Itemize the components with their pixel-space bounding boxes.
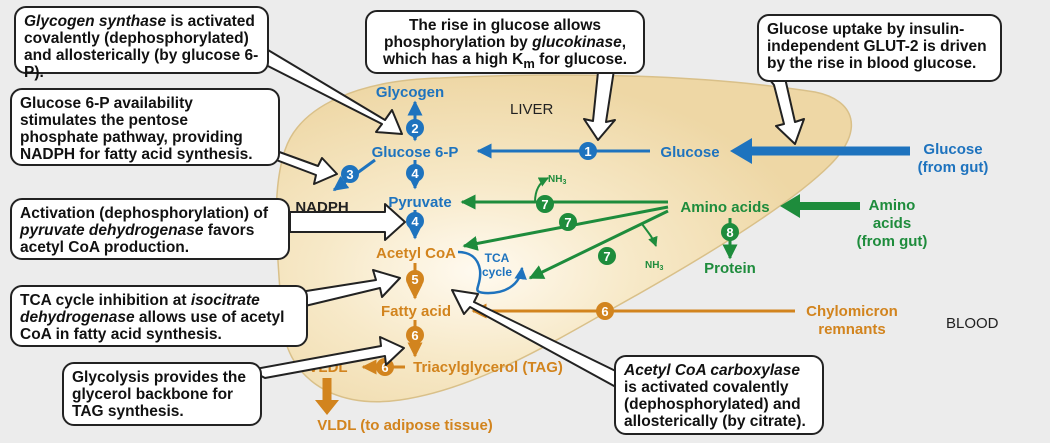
callout-glucokinase-pre: The rise in glucose allows phosphorylati… [383,17,602,51]
glucose-gut-label-1: Glucose [923,141,982,158]
svg-text:4: 4 [411,166,419,181]
glucose-liver-label: Glucose [660,144,719,161]
chylomicron-label-1: Chylomicron [806,303,898,320]
step-5-badge: 5 [406,270,424,288]
liver-shape [275,74,853,403]
amino-acids-liver-label: Amino acids [680,199,769,216]
svg-text:4: 4 [411,214,419,229]
tca-label-1: TCA [485,251,510,265]
callout-acc: Acetyl CoA carboxylase is activated cova… [614,355,824,435]
nh3-lower-label: NH3 [645,260,663,272]
protein-label: Protein [704,260,756,277]
callout-glycolysis-text: Glycolysis provides the glycerol backbon… [72,369,247,420]
svg-text:7: 7 [541,197,548,212]
amino-acid-uptake-arrowhead [780,194,800,218]
callout-tca-enzyme: isocitrate dehydrogenase [20,292,260,326]
vldl-adipose-arrowhead [315,400,339,415]
glycogen-label: Glycogen [376,84,444,101]
tca-cycle-loop [457,250,527,295]
nh3-upper-branch [534,177,549,203]
svg-text:3: 3 [346,167,353,182]
fatty-acid-label: Fatty acid [381,303,451,320]
amino-gut-label-2: acids [873,215,911,232]
step-8-badge: 8 [721,223,739,241]
callout-glycogen-synthase-enzyme: Glycogen synthase [24,13,167,30]
tag-label: Triacylglycerol (TAG) [413,359,563,376]
callout-glucokinase-sub: m [523,56,535,72]
step-4-badge-lower: 4 [406,212,424,230]
callout-pentose: Glucose 6-P availability stimulates the … [10,88,280,166]
callout-acc-enzyme: Acetyl CoA carboxylase [624,362,801,379]
callout-tca-pre: TCA cycle inhibition at [20,292,191,309]
step-6-badge-chylomicron: 6 [596,302,614,320]
callout-pentose-text: Glucose 6-P availability stimulates the … [20,95,253,163]
svg-text:7: 7 [603,249,610,264]
callout-glut2-text: Glucose uptake by insulin-independent GL… [767,21,987,72]
blood-label: BLOOD [946,315,999,332]
svg-text:2: 2 [411,121,418,136]
callout-glucokinase: The rise in glucose allows phosphorylati… [365,10,645,74]
callout-glucokinase-post: for glucose. [534,51,628,68]
callout-glut2: Glucose uptake by insulin-independent GL… [757,14,1002,82]
acetyl-coa-label: Acetyl CoA [376,245,456,262]
pointer-tca [299,269,401,307]
nh3-lower-branch [641,223,658,247]
svg-text:1: 1 [584,144,591,159]
svg-text:7: 7 [564,215,571,230]
callout-pdh-enzyme: pyruvate dehydrogenase [20,222,204,239]
callout-pdh-pre: Activation (dephosphorylation) of [20,205,268,222]
svg-text:6: 6 [411,328,418,343]
step-3-badge: 3 [341,165,359,183]
callout-glycogen-synthase: Glycogen synthase is activated covalentl… [14,6,269,81]
glucose-uptake-arrowhead [730,138,752,164]
glucose-gut-label-2: (from gut) [918,159,989,176]
liver-label: LIVER [510,101,554,118]
callout-pdh-post: favors acetyl CoA production. [20,222,255,256]
pyruvate-label: Pyruvate [388,194,451,211]
callout-pdh: Activation (dephosphorylation) of pyruva… [10,198,290,260]
pointer-pdh [289,203,406,241]
svg-text:8: 8 [726,225,733,240]
callout-glycogen-synthase-text: is activated covalently (dephosphorylate… [24,13,259,81]
amino-gut-label-1: Amino [869,197,916,214]
step-1-badge: 1 [579,142,597,160]
pointer-glycolysis [249,336,405,379]
step-7-badge-pyruvate: 7 [536,195,554,213]
svg-text:6: 6 [601,304,608,319]
step-4-badge-upper: 4 [406,164,424,182]
chylomicron-label-2: remnants [818,321,886,338]
aa-tca-arrow [528,209,669,280]
callout-acc-text: is activated covalently (dephosphorylate… [624,379,806,430]
callout-tca-inhibition: TCA cycle inhibition at isocitrate dehyd… [10,285,308,347]
callout-glucokinase-enzyme: glucokinase [532,34,622,51]
callout-glycolysis: Glycolysis provides the glycerol backbon… [62,362,262,426]
step-7-badge-acetylcoa: 7 [559,213,577,231]
pointer-acc [451,289,631,393]
svg-text:5: 5 [411,272,418,287]
step-7-badge-tca: 7 [598,247,616,265]
svg-text:6: 6 [381,360,388,375]
vldl-adipose-label: VLDL (to adipose tissue) [317,417,493,434]
pointer-glucokinase [583,69,616,141]
step-2-badge: 2 [406,119,424,137]
callout-pointers [249,49,805,393]
callout-glucokinase-mid: , which has a high K [382,34,627,68]
pointer-glut2 [769,77,805,145]
amino-gut-label-3: (from gut) [857,233,928,250]
nh3-upper-label: NH3 [548,174,566,186]
pointer-glycogen-synthase [249,49,403,135]
glucose-6p-label: Glucose 6-P [372,144,459,161]
step-6-badge-tag: 6 [406,326,424,344]
tca-label-2: cycle [482,265,512,279]
callout-tca-post: allows use of acetyl CoA in fatty acid s… [20,309,285,343]
